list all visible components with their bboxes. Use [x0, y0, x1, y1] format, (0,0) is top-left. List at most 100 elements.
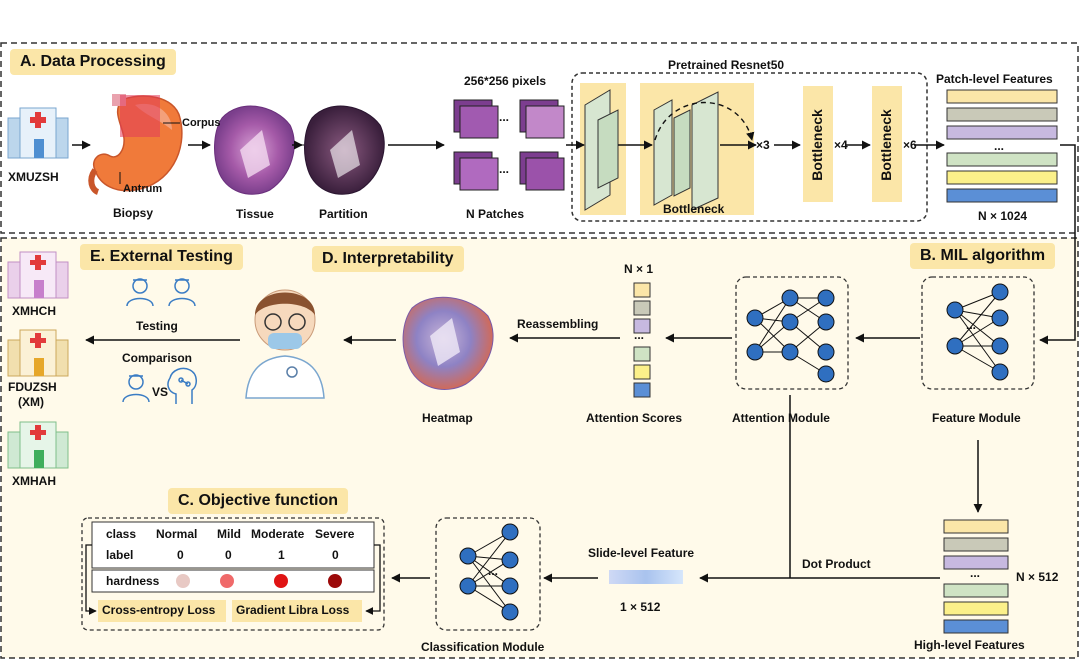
feature-module-label: Feature Module — [932, 411, 1021, 425]
label-normal: 0 — [177, 548, 184, 562]
gl-loss-label: Gradient Libra Loss — [236, 603, 350, 617]
hospital-label-fduzsh: FDUZSH — [8, 380, 57, 394]
resnet-label: Pretrained Resnet50 — [668, 58, 785, 72]
resnet-frame — [571, 72, 928, 222]
n1024-label: N × 1024 — [978, 209, 1028, 223]
attention-scores-label: Attention Scores — [586, 411, 683, 425]
classification-module-label: Classification Module — [421, 640, 545, 654]
objective-table: class label Normal Mild Moderate Severe … — [86, 520, 378, 622]
bottleneck-x4 — [803, 86, 833, 202]
slide-feature-bar — [609, 570, 683, 584]
label-moderate: 1 — [278, 548, 285, 562]
patch-features-stack — [946, 89, 1058, 203]
attention-module-label: Attention Module — [732, 411, 830, 425]
hardness-dot-normal — [176, 574, 190, 588]
attention-scores-ellipsis: ... — [634, 328, 645, 342]
hospital-label-fduzsh-xm: (XM) — [18, 395, 44, 409]
classification-module-frame — [435, 517, 541, 631]
conv-stem-block — [584, 89, 619, 211]
section-title-c: C. Objective function — [168, 488, 349, 514]
bottleneck-block — [653, 91, 755, 211]
section-a-frame — [0, 42, 1079, 234]
hospital-icon-xmuzsh — [7, 107, 69, 159]
bottleneck-x6 — [872, 86, 902, 202]
section-title-d: D. Interpretability — [312, 246, 464, 272]
biopsy-label: Biopsy — [113, 206, 154, 220]
repeat-x6: ×6 — [903, 138, 917, 152]
hospital-icon-fduzsh — [7, 329, 69, 377]
tester-icon-2 — [168, 278, 196, 307]
partition-image — [304, 105, 385, 195]
bottleneck-x4-label: Bottleneck — [809, 109, 825, 181]
objective-frame — [81, 517, 385, 631]
high-features-label: High-level Features — [914, 638, 1025, 652]
patch-size-label: 256*256 pixels — [464, 74, 547, 88]
bottleneck-label: Bottleneck — [663, 202, 725, 216]
one512-label: 1 × 512 — [620, 600, 661, 614]
section-title-e: E. External Testing — [80, 244, 243, 270]
doctor-compare-icon — [122, 374, 150, 403]
repeat-x4: ×4 — [834, 138, 848, 152]
section-title-a: A. Data Processing — [10, 49, 176, 75]
slide-feature-label: Slide-level Feature — [588, 546, 695, 560]
feature-module-ellipsis: ... — [966, 318, 977, 332]
label-mild: 0 — [225, 548, 232, 562]
patches-group — [453, 99, 565, 191]
patch-features-label: Patch-level Features — [936, 72, 1053, 86]
hospital-icon-xmhch — [7, 251, 69, 299]
class-severe: Severe — [315, 527, 355, 541]
ce-loss-label: Cross-entropy Loss — [102, 603, 216, 617]
n1-label: N × 1 — [624, 262, 654, 276]
tissue-image — [214, 105, 295, 195]
class-moderate: Moderate — [251, 527, 305, 541]
comparison-label: Comparison — [122, 351, 193, 365]
hospital-label-xmhch: XMHCH — [12, 304, 56, 318]
patch-features-ellipsis: ... — [994, 139, 1005, 153]
doctor-icon — [245, 289, 325, 399]
row-class-label: class — [106, 527, 137, 541]
heatmap-image — [402, 296, 494, 390]
row-label-label: label — [106, 548, 134, 562]
n512-label: N × 512 — [1016, 570, 1059, 584]
hardness-dot-mild — [220, 574, 234, 588]
corpus-label: Corpus — [182, 117, 221, 129]
stomach-icon — [88, 94, 183, 195]
label-severe: 0 — [332, 548, 339, 562]
high-features-ellipsis: ... — [970, 566, 981, 580]
partition-label: Partition — [319, 207, 368, 221]
class-mild: Mild — [217, 527, 241, 541]
hardness-dots — [176, 574, 342, 588]
attention-scores-stack — [633, 282, 651, 398]
high-level-features-stack — [943, 519, 1009, 634]
antrum-label: Antrum — [123, 183, 163, 195]
classification-module-net — [459, 523, 519, 621]
section-title-b: B. MIL algorithm — [910, 243, 1056, 269]
heatmap-label: Heatmap — [422, 411, 473, 425]
testing-label: Testing — [136, 319, 178, 333]
hospital-label-xmhah: XMHAH — [12, 474, 56, 488]
tester-icon-1 — [126, 278, 154, 307]
tissue-label: Tissue — [236, 207, 274, 221]
vs-label: VS — [152, 385, 169, 399]
hardness-dot-moderate — [274, 574, 288, 588]
patch-ellipsis-1: ... — [499, 110, 510, 124]
hardness-dot-severe — [328, 574, 342, 588]
hospital-icon-xmhah — [7, 421, 69, 469]
patch-ellipsis-2: ... — [499, 162, 510, 176]
hospital-label-xmuzsh: XMUZSH — [8, 170, 59, 184]
repeat-x3: ×3 — [756, 138, 770, 152]
dot-product-label: Dot Product — [802, 557, 871, 571]
classification-ellipsis: ... — [488, 564, 499, 578]
patches-label: N Patches — [466, 207, 525, 221]
feature-module-frame — [921, 276, 1035, 390]
attention-module-frame — [735, 276, 849, 390]
bottleneck-x6-label: Bottleneck — [878, 109, 894, 181]
class-normal: Normal — [156, 527, 198, 541]
feature-module-net — [946, 283, 1009, 381]
ai-head-icon — [167, 367, 197, 404]
attention-module-net — [746, 289, 835, 383]
reassembling-label: Reassembling — [517, 317, 599, 331]
row-hardness-label: hardness — [106, 574, 160, 588]
